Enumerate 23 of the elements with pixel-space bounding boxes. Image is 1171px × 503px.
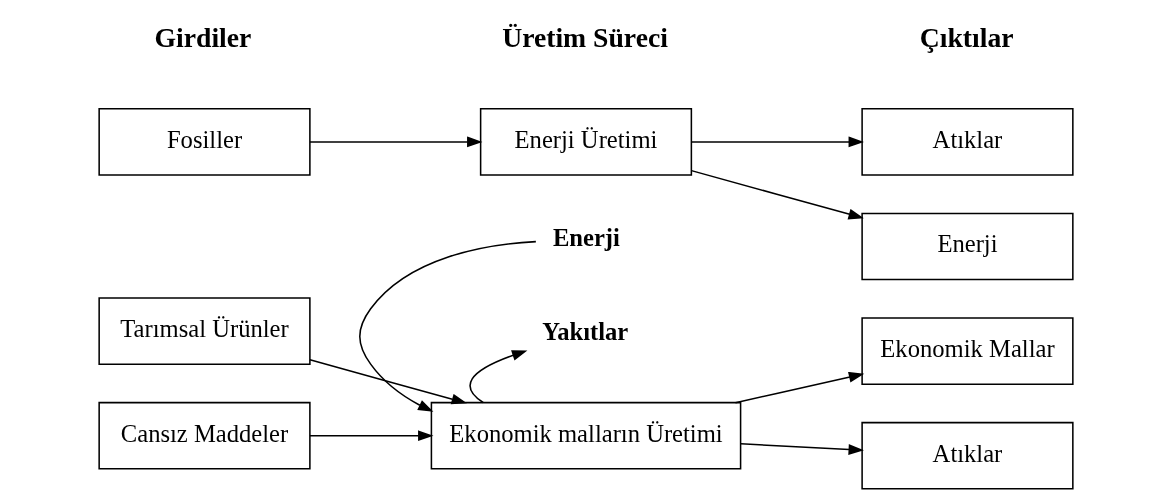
- arrow: [468, 350, 527, 404]
- arrow: [308, 430, 433, 442]
- node-box: Atıklar: [860, 108, 1074, 176]
- arrow: [358, 240, 537, 412]
- node-box: Ekonomik malların Üretimi: [430, 401, 741, 470]
- node-box: Enerji Üretimi: [479, 108, 692, 176]
- label: Çıktılar: [919, 22, 1014, 54]
- arrow: [308, 136, 482, 148]
- node-text: Yakıtlar: [541, 318, 628, 346]
- arrow: [308, 359, 467, 405]
- node-box: Atıklar: [860, 421, 1074, 490]
- node-box: Tarımsal Ürünler: [97, 297, 311, 365]
- label: Üretim Süreci: [501, 22, 668, 54]
- arrow: [690, 169, 864, 220]
- node-box: Cansız Maddeler: [97, 401, 311, 470]
- label: Girdiler: [154, 22, 251, 54]
- node-box: Enerji: [860, 212, 1074, 281]
- arrow: [734, 371, 864, 404]
- arrow: [690, 136, 864, 148]
- node-box: Ekonomik Mallar: [860, 317, 1074, 385]
- arrow: [739, 443, 864, 455]
- node-text: Enerji: [552, 224, 620, 252]
- node-box: Fosiller: [97, 108, 311, 176]
